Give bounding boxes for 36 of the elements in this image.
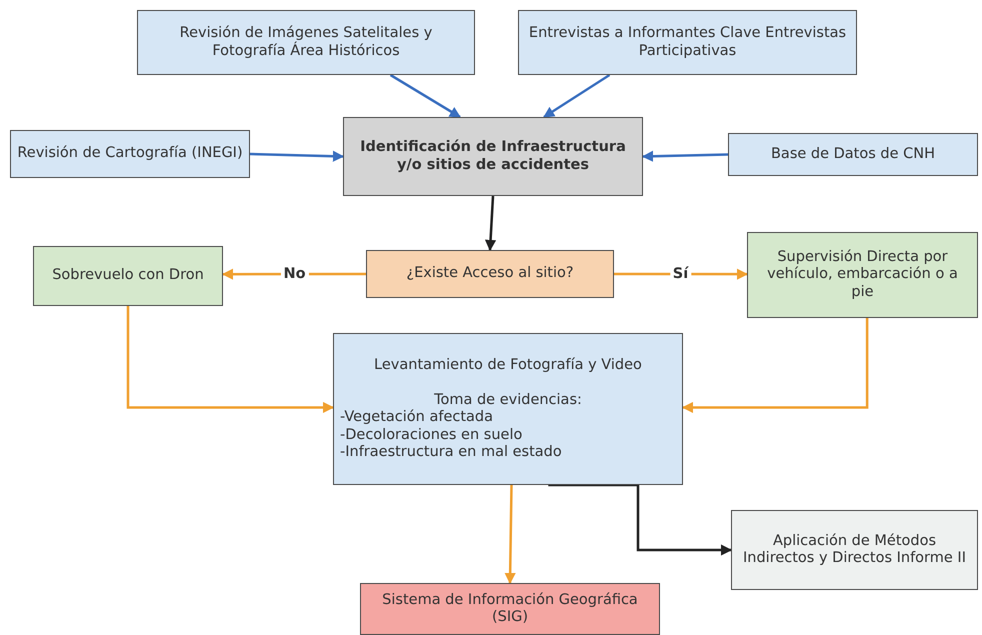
arrow bbox=[126, 306, 334, 414]
arrow bbox=[504, 484, 516, 584]
process-box bbox=[518, 10, 857, 75]
box-text: ¿Existe Acceso al sitio? bbox=[406, 265, 574, 283]
box-heading: Levantamiento de Fotografía y Video bbox=[374, 356, 642, 374]
arrow bbox=[614, 268, 748, 280]
process-box bbox=[10, 130, 250, 178]
arrow bbox=[390, 74, 461, 118]
section-heading: Toma de evidencias: bbox=[434, 392, 582, 410]
box-text: Sistema de Información Geográfica (SIG) bbox=[381, 592, 639, 626]
box-text: Supervisión Directa por vehículo, embarcación o a pie bbox=[766, 248, 959, 302]
process-box bbox=[731, 510, 978, 590]
box-text: Revisión de Imágenes Satelitales y Fotografía Área Históricos bbox=[178, 25, 434, 60]
list-item: -Decoloraciones en suelo bbox=[340, 426, 522, 444]
box-text: Base de Datos de CNH bbox=[770, 146, 936, 164]
process-box bbox=[747, 232, 978, 318]
arrow bbox=[543, 74, 610, 118]
list-item: -Infraestructura en mal estado bbox=[340, 444, 562, 462]
process-box bbox=[728, 133, 978, 176]
process-box bbox=[343, 117, 643, 196]
process-box bbox=[366, 250, 614, 298]
arrow bbox=[642, 150, 728, 162]
box-text: Revisión de Cartografía (INEGI) bbox=[17, 145, 243, 163]
arrow bbox=[250, 150, 344, 162]
process-box bbox=[137, 10, 475, 75]
process-box bbox=[333, 333, 683, 485]
list-item: -Vegetación afectada bbox=[340, 409, 494, 427]
box-text: Entrevistas a Informantes Clave Entrevistas Participativas bbox=[528, 25, 848, 60]
process-box bbox=[33, 246, 223, 306]
arrow bbox=[484, 196, 496, 252]
box-text: Aplicación de Métodos Indirectos y Directos Informe II bbox=[742, 532, 967, 568]
process-box bbox=[360, 583, 660, 635]
arrow bbox=[548, 484, 732, 556]
arrow bbox=[682, 318, 868, 414]
box-text: Identificación de Infraestructura y/o sitios de accidentes bbox=[359, 139, 627, 174]
box-text: Sobrevuelo con Dron bbox=[52, 267, 204, 285]
